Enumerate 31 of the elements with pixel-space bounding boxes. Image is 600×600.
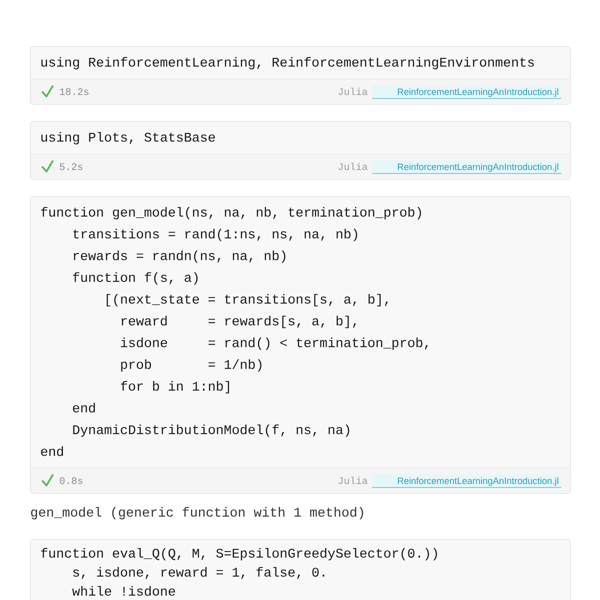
run-time: 5.2s — [60, 163, 82, 170]
language-label: Julia — [338, 162, 368, 170]
code-line: for b in 1:nb] — [120, 380, 230, 394]
code-line: s, isdone, reward = 1, false, 0. — [73, 566, 324, 579]
run-time: 18.2s — [60, 88, 88, 96]
code-cell — [30, 196, 571, 494]
output-text: gen_model (generic function with 1 method) — [31, 506, 364, 520]
code-line: DynamicDistributionModel(f, ns, na) — [73, 424, 350, 437]
code-line: transitions = rand(1:ns, ns, na, nb) — [73, 228, 358, 242]
code-line: end — [41, 446, 63, 456]
code-cell — [30, 539, 571, 600]
code-line: function f(s, a) — [73, 272, 198, 285]
code-line: using Plots, StatsBase — [41, 132, 215, 144]
file-link: ReinforcementLearningAnIntroduction.jl — [372, 160, 562, 174]
code-line: isdone = rand() < termination_prob, — [120, 337, 428, 350]
language-label: Julia — [338, 88, 368, 96]
code-line: rewards = randn(ns, na, nb) — [74, 250, 286, 263]
file-link: ReinforcementLearningAnIntroduction.jl — [372, 474, 562, 488]
code-line: using ReinforcementLearning, ReinforcementLearningEnvironments — [41, 56, 534, 70]
code-line: while !isdone — [72, 586, 175, 596]
file-link: ReinforcementLearningAnIntroduction.jl — [372, 85, 562, 99]
code-line: function eval_Q(Q, M, S=EpsilonGreedySelector(0.)) — [41, 548, 437, 560]
code-line: [(next_state = transitions[s, a, b], — [106, 294, 388, 306]
code-line: function gen_model(ns, na, nb, termination_prob) — [41, 206, 421, 220]
code-cell — [30, 121, 571, 180]
code-line: reward = rewards[s, a, b], — [122, 316, 356, 328]
code-cell — [30, 46, 571, 105]
code-line: end — [72, 402, 95, 413]
language-label: Julia — [338, 476, 368, 484]
run-time: 0.8s — [60, 477, 82, 484]
code-line: prob = 1/nb) — [121, 359, 262, 372]
